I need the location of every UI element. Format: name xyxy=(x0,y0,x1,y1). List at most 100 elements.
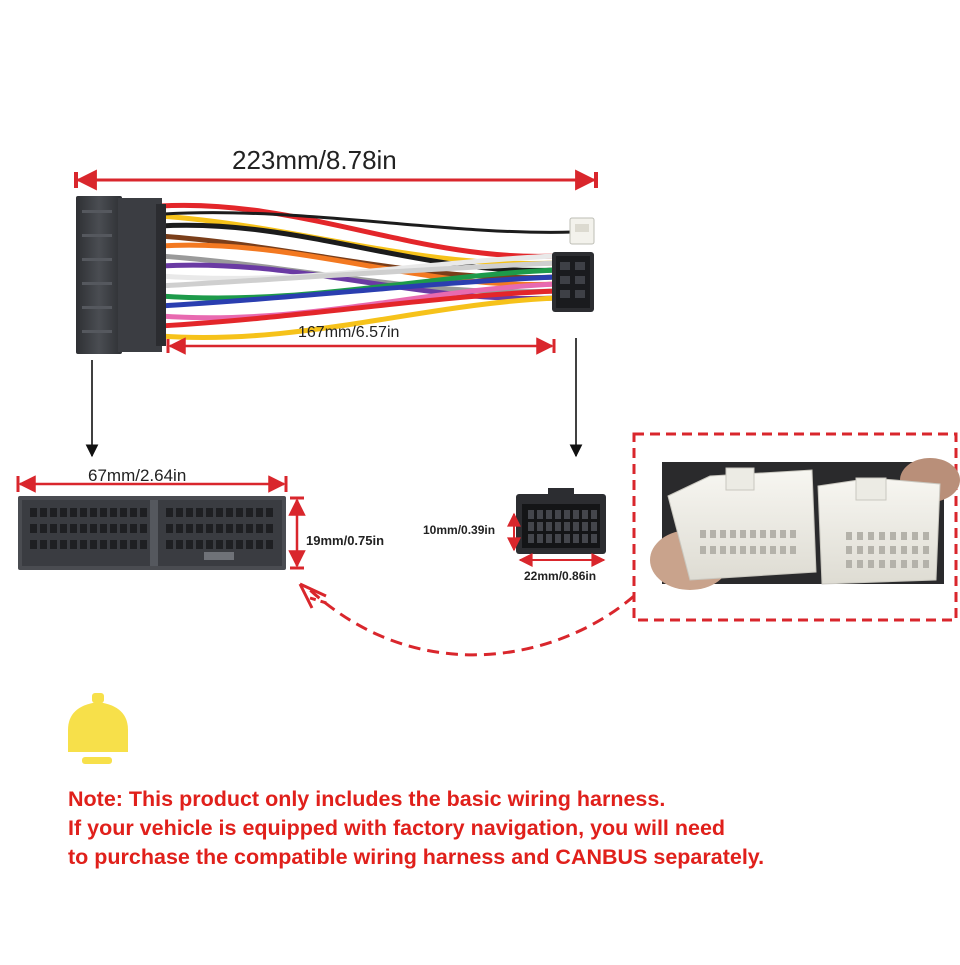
antenna-wire xyxy=(163,211,575,234)
connector-pin xyxy=(700,530,706,538)
connector-pin xyxy=(30,524,37,533)
connector-pin xyxy=(70,508,77,517)
connector-pin xyxy=(100,524,107,533)
connector-pin xyxy=(246,524,253,533)
connector-pin xyxy=(923,532,929,540)
connector-pin xyxy=(196,508,203,517)
connector-pin xyxy=(582,510,588,519)
dimension-large-width xyxy=(16,475,288,493)
connector-pin xyxy=(780,530,786,538)
connector-pin xyxy=(591,534,597,543)
connector-pin xyxy=(70,524,77,533)
connector-pin xyxy=(130,540,137,549)
connector-pin xyxy=(176,540,183,549)
connector-pin xyxy=(879,546,885,554)
note-line-3: to purchase the compatible wiring harnes… xyxy=(68,845,765,869)
connector-pin xyxy=(537,510,543,519)
connector-pin xyxy=(564,534,570,543)
connector-pin xyxy=(573,522,579,531)
connector-pin xyxy=(206,524,213,533)
connector-pin xyxy=(901,532,907,540)
connector-pin xyxy=(901,546,907,554)
connector-pin xyxy=(730,530,736,538)
connector-pin xyxy=(770,530,776,538)
connector-pin xyxy=(130,524,137,533)
connector-pin xyxy=(912,546,918,554)
connector-pin xyxy=(846,546,852,554)
note-line-1: Note: This product only includes the bas… xyxy=(68,787,666,811)
connector-pin xyxy=(80,508,87,517)
dimension-overall xyxy=(74,169,598,191)
overall-length-label: 223mm/8.78in xyxy=(232,145,397,175)
antenna-plug xyxy=(569,217,595,245)
connector-pin xyxy=(60,540,67,549)
connector-pin xyxy=(30,540,37,549)
bell-icon xyxy=(68,693,128,764)
connector-pin xyxy=(80,524,87,533)
connector-pin xyxy=(90,508,97,517)
connector-pin xyxy=(546,522,552,531)
connector-pin xyxy=(70,540,77,549)
connector-pin xyxy=(912,560,918,568)
small-connector-face xyxy=(516,488,606,554)
connector-pin xyxy=(710,546,716,554)
connector-pin xyxy=(110,508,117,517)
connector-pin xyxy=(740,546,746,554)
connector-pin xyxy=(857,546,863,554)
connector-pin xyxy=(50,540,57,549)
connector-pin xyxy=(206,540,213,549)
connector-pin xyxy=(196,540,203,549)
connector-pin xyxy=(923,560,929,568)
connector-pin xyxy=(140,524,147,533)
connector-pin xyxy=(60,524,67,533)
connector-pin xyxy=(206,508,213,517)
connector-pin xyxy=(720,530,726,538)
connector-pin xyxy=(246,508,253,517)
connector-pin xyxy=(564,510,570,519)
connector-pin xyxy=(120,524,127,533)
connector-pin xyxy=(216,508,223,517)
connector-pin xyxy=(912,532,918,540)
factory-connector-callout-box xyxy=(632,432,958,622)
connector-pin xyxy=(40,508,47,517)
connector-pin xyxy=(176,508,183,517)
connector-pin xyxy=(890,532,896,540)
connector-pin xyxy=(216,524,223,533)
connector-pin xyxy=(110,524,117,533)
cable-length-label: 167mm/6.57in xyxy=(298,324,400,341)
connector-pin xyxy=(750,530,756,538)
connector-pin xyxy=(555,522,561,531)
callout-arrow xyxy=(308,588,635,657)
connector-pin xyxy=(236,508,243,517)
connector-pin xyxy=(226,508,233,517)
connector-pin xyxy=(555,534,561,543)
wire xyxy=(159,202,557,259)
connector-pin xyxy=(879,532,885,540)
connector-pin xyxy=(780,546,786,554)
connector-pin xyxy=(256,524,263,533)
connector-pin xyxy=(573,510,579,519)
connector-pin xyxy=(868,546,874,554)
connector-pin xyxy=(790,530,796,538)
connector-pin xyxy=(846,560,852,568)
connector-pin xyxy=(857,560,863,568)
connector-pin xyxy=(80,540,87,549)
connector-pin xyxy=(750,546,756,554)
connector-pin xyxy=(555,510,561,519)
connector-pin xyxy=(890,560,896,568)
connector-pin xyxy=(50,508,57,517)
note-line-2: If your vehicle is equipped with factory… xyxy=(68,816,726,840)
dimension-cable xyxy=(166,337,556,355)
connector-pin xyxy=(740,530,746,538)
connector-pin xyxy=(226,540,233,549)
wire xyxy=(159,288,557,329)
large-connector-width-label: 67mm/2.64in xyxy=(88,466,187,485)
connector-pin xyxy=(790,546,796,554)
wire xyxy=(159,262,557,302)
connector-pin xyxy=(30,508,37,517)
connector-pin xyxy=(140,508,147,517)
connector-pin xyxy=(700,546,706,554)
connector-pin xyxy=(879,560,885,568)
harness-wires xyxy=(159,202,575,341)
connector-pin xyxy=(186,508,193,517)
